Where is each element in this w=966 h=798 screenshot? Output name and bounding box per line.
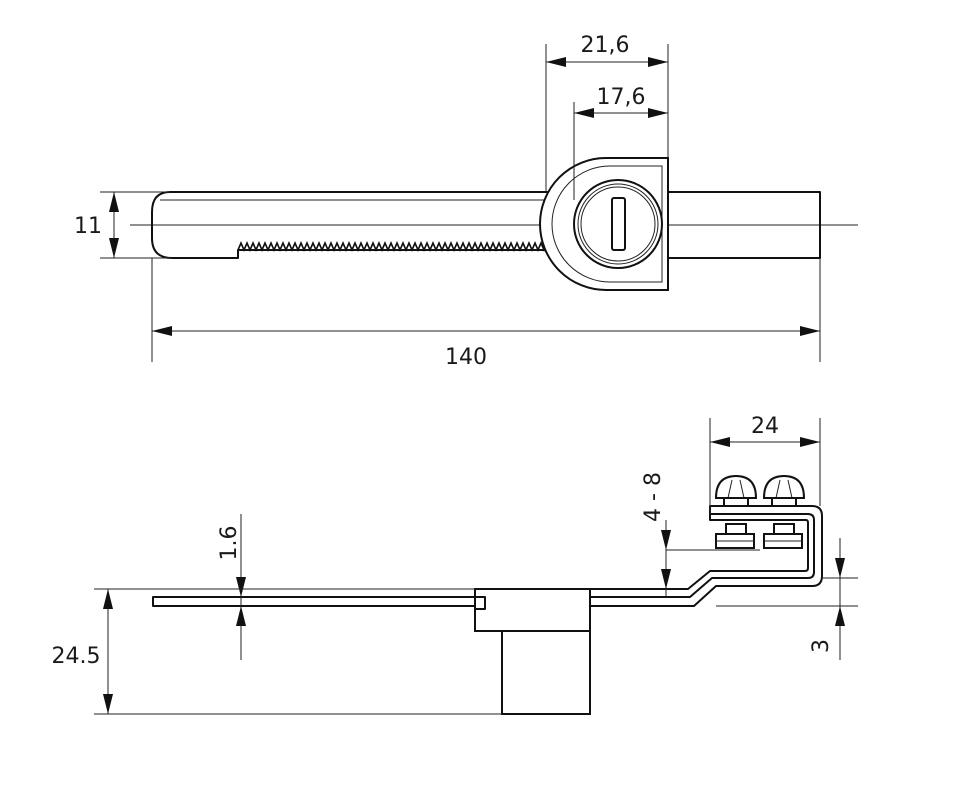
arrow — [648, 108, 668, 118]
lock-block-notch — [474, 596, 486, 610]
arrow — [236, 577, 246, 597]
arrow — [835, 558, 845, 578]
arrow — [103, 589, 113, 609]
arrow — [574, 108, 594, 118]
arrow — [661, 569, 671, 589]
key-slot — [611, 197, 626, 251]
arrow — [710, 437, 730, 447]
dim-label-total-height: 24.5 — [52, 644, 101, 669]
dim-label-plate-thickness: 1.6 — [217, 526, 242, 561]
rack-plate — [152, 596, 476, 607]
dim-label-offset: 3 — [809, 639, 834, 653]
arrow — [835, 606, 845, 626]
arrow — [109, 192, 119, 212]
arrow — [648, 57, 668, 67]
lock-cylinder-body — [501, 630, 591, 715]
dim-label-bar-height: 11 — [74, 214, 102, 239]
arrow — [109, 238, 119, 258]
lock-block — [474, 588, 591, 632]
lock-cylinder-outer — [573, 179, 663, 269]
dim-label-bracket-width: 24 — [751, 414, 779, 439]
screw-1 — [714, 474, 758, 549]
dim-label-total-length: 140 — [445, 345, 487, 370]
screw-2 — [762, 474, 806, 549]
arrow — [800, 437, 820, 447]
dim-label-outer-width: 21,6 — [581, 33, 630, 58]
arrow — [661, 530, 671, 550]
arrow — [103, 694, 113, 714]
arrow — [152, 326, 172, 336]
bracket — [590, 513, 815, 598]
arrow — [800, 326, 820, 336]
rack-teeth — [237, 240, 551, 253]
arrow — [236, 606, 246, 626]
lock-cylinder-face — [580, 186, 656, 262]
dim-label-screw-range: 4 - 8 — [641, 472, 666, 522]
rack-bar — [151, 191, 561, 259]
bracket-outer — [590, 505, 823, 607]
lock-housing-inner — [551, 165, 663, 283]
dim-label-inner-width: 17,6 — [597, 85, 646, 110]
lock-cylinder-ring — [577, 183, 659, 265]
top-view: 21,6 17,6 11 140 — [74, 33, 858, 370]
arrow — [546, 57, 566, 67]
side-view: 24 4 - 8 1.6 24.5 3 — [52, 414, 858, 715]
